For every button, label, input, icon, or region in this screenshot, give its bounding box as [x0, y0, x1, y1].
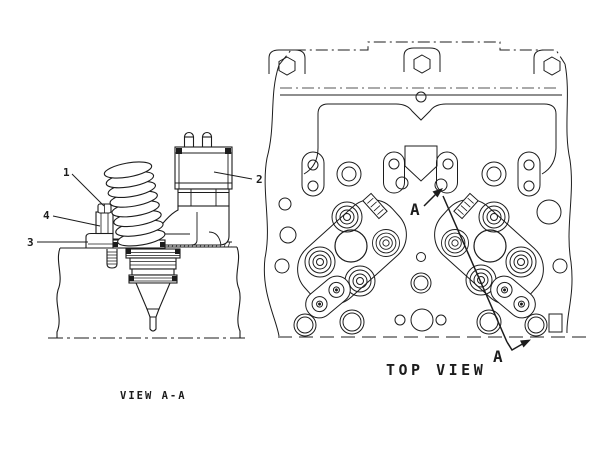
id-plate [453, 192, 479, 220]
hex-bolt [278, 56, 296, 76]
cylinder-group-right [434, 192, 544, 319]
injector-body [151, 205, 230, 246]
injector-bore [334, 229, 368, 263]
injector-spring [103, 161, 166, 249]
section-arrow-top [432, 188, 443, 198]
edge-holes [274, 197, 568, 337]
top-view [263, 41, 592, 352]
clamp-stud [106, 249, 118, 269]
injector-hex-nut [177, 188, 230, 207]
section-arrow-bottom [520, 339, 531, 348]
injector-clamp-top [490, 275, 536, 319]
injector-solenoid [174, 131, 233, 207]
leader-line-1 [71, 173, 105, 207]
hex-bolt [413, 54, 431, 74]
section-line-a-a [423, 188, 531, 352]
injector-bore [473, 229, 507, 263]
section-view-caption: VIEW A-A [120, 390, 187, 402]
leader-line-4 [52, 215, 101, 227]
section-label-top: A [410, 200, 420, 219]
injector-clamp-top [305, 275, 351, 319]
injector-nozzle [125, 248, 181, 332]
bridge-bosses [301, 151, 541, 197]
callout-4-label: 4 [43, 209, 50, 222]
clamp-arm [95, 211, 114, 235]
hex-bolt [543, 56, 561, 76]
callout-1-label: 1 [63, 166, 70, 179]
callout-leaders [37, 171, 253, 243]
id-plate [362, 192, 388, 220]
top-view-caption: TOP VIEW [386, 361, 486, 379]
rocker-towers [268, 47, 561, 103]
callout-2-label: 2 [256, 173, 263, 186]
gasket-outline [303, 103, 557, 182]
section-label-bottom: A [493, 347, 503, 366]
section-view [37, 131, 253, 339]
callout-3-label: 3 [27, 236, 34, 249]
cylinder-group-left [297, 192, 407, 319]
leader-line-2 [213, 171, 253, 180]
